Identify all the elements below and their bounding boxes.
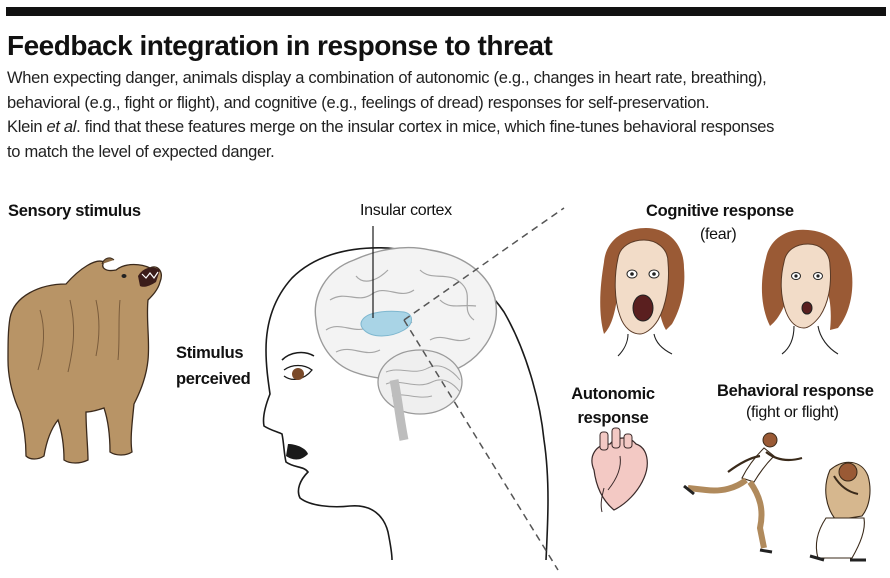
face2-skin (780, 243, 831, 329)
face2-mouth (801, 301, 813, 315)
autonomic-response-label: Autonomic response (571, 385, 655, 427)
crouching-person-illustration (809, 461, 871, 562)
crouch-legs (815, 517, 865, 559)
figure-description: When expecting danger, animals display a… (7, 66, 885, 164)
runner-back-leg (687, 477, 748, 494)
runner-front-leg (747, 480, 767, 549)
cognitive-response-note: (fear) (700, 226, 737, 243)
insular-cortex-label: Insular cortex (360, 202, 452, 219)
dashed-line-upper (403, 207, 565, 321)
face1-skin (614, 239, 669, 335)
brain-illustration (314, 226, 498, 441)
bear-fur-lines (37, 299, 121, 373)
shocked-face-illustration (761, 229, 853, 355)
description-line: When expecting danger, animals display a… (7, 69, 767, 87)
face2-neck (781, 325, 839, 355)
heart-illustration (591, 427, 648, 513)
description-line: behavioral (e.g., fight or flight), and … (7, 93, 710, 112)
insular-cortex-region (360, 310, 412, 337)
bear-ear (101, 257, 115, 265)
bear-eye (121, 274, 127, 278)
stimulus-perceived-label: Stimulus perceived (176, 344, 251, 388)
bear-illustration (7, 257, 162, 464)
behavioral-response-note: (fight or flight) (746, 404, 839, 421)
sensory-stimulus-label: Sensory stimulus (8, 202, 141, 220)
description-line: to match the level of expected danger. (7, 142, 275, 161)
bear-body (7, 260, 162, 464)
eyebrow (281, 351, 315, 361)
open-mouth (286, 444, 308, 460)
bear-teeth (141, 271, 159, 280)
eye-iris (292, 368, 304, 380)
face1-mouth (632, 294, 654, 322)
description-line: Klein et al. find that these features me… (7, 118, 775, 136)
running-person-illustration (683, 432, 803, 554)
screaming-face-illustration (600, 228, 685, 357)
behavioral-response-label: Behavioral response (717, 382, 874, 400)
bear-mouth (138, 267, 160, 287)
heart-vessel-line (607, 455, 621, 491)
dashed-line-lower (403, 319, 559, 571)
cognitive-response-label: Cognitive response (646, 202, 794, 220)
top-rule (6, 7, 886, 16)
brainstem (389, 379, 409, 441)
face1-neck (617, 333, 673, 357)
figure-title: Feedback integration in response to thre… (7, 30, 553, 61)
